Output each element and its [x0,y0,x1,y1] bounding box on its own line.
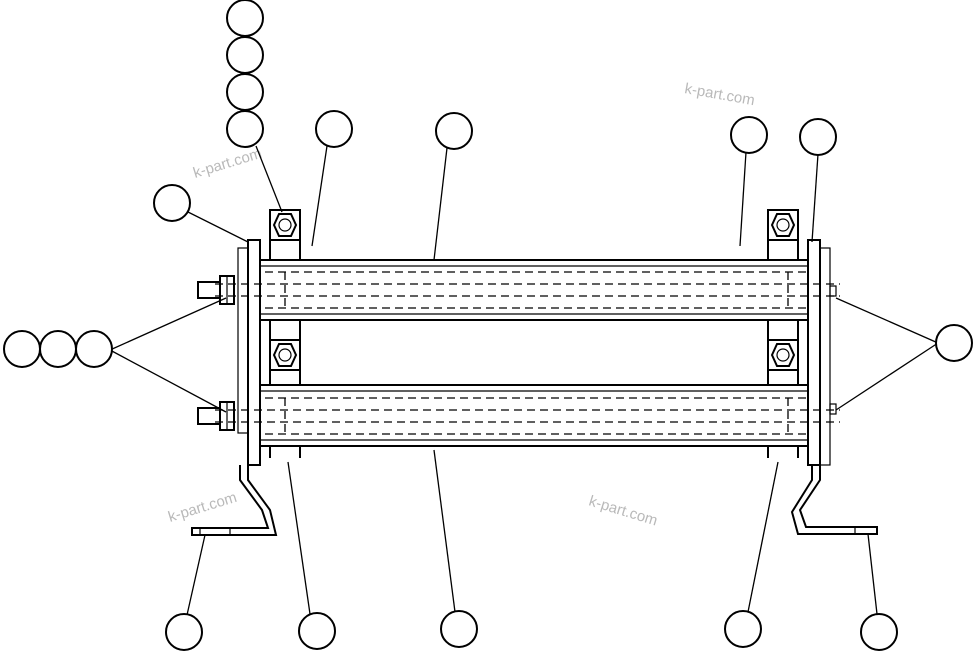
callout-balloon [724,610,762,648]
right-lower-strap [767,339,799,458]
frame-assembly [191,209,878,536]
upper-tube [215,259,840,321]
callout-balloon [39,330,77,368]
right-upper-bolt-end [829,285,837,297]
callout-balloon [298,612,336,650]
callout-balloon [315,110,353,148]
left-upper-bolt [197,275,235,305]
callout-balloon [226,73,264,111]
left-lower-bolt [197,401,235,431]
left-side-plate [191,239,278,536]
right-upper-strap [767,209,799,340]
watermark: k-part.com [191,145,264,182]
lower-tube [215,384,840,447]
callout-balloon [75,330,113,368]
watermark: k-part.com [683,80,756,109]
right-lower-bolt-end [829,403,837,415]
callout-balloon [435,112,473,150]
left-upper-strap [269,209,301,340]
callout-balloon [3,330,41,368]
right-side-plate [790,239,878,535]
watermark: k-part.com [587,493,660,530]
leader-lines [109,145,939,616]
callout-balloon [165,613,203,651]
callout-balloon [799,118,837,156]
callout-balloon [226,36,264,74]
watermark: k-part.com [166,489,239,526]
callout-balloon [226,110,264,148]
callout-balloon [730,116,768,154]
callout-balloon [226,0,264,37]
left-lower-strap [269,339,301,458]
callout-balloon [860,613,898,651]
callout-balloon [935,324,973,362]
callout-balloon [153,184,191,222]
callout-balloons [3,0,973,651]
callout-balloon [440,610,478,648]
